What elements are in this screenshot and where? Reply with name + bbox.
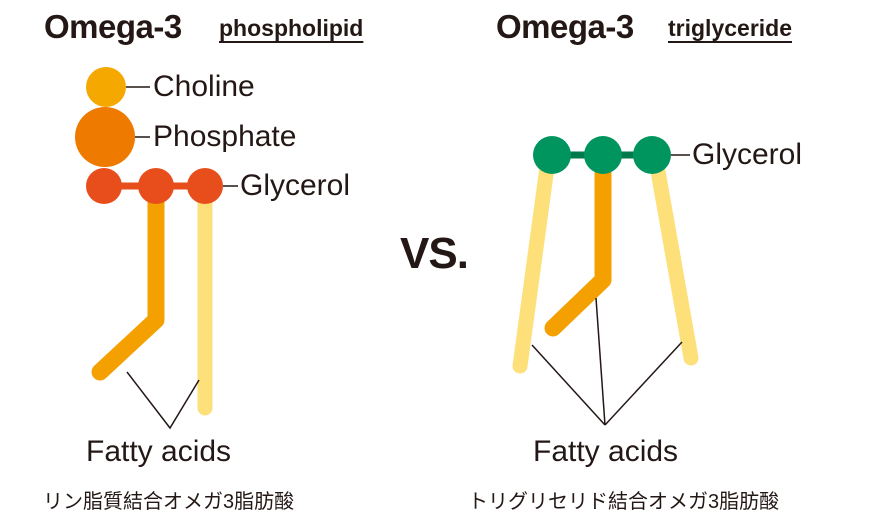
glycerol-sphere-3 [633, 136, 671, 174]
fatty-acid-tail-bent [91, 183, 165, 381]
right-caption: トリグリセリド結合オメガ3脂肪酸 [468, 491, 780, 513]
phosphate-sphere [75, 107, 135, 167]
choline-sphere [86, 67, 126, 107]
fatty-acid-tail-middle-bent [544, 151, 612, 337]
fatty-acids-label-left: Fatty acids [86, 435, 232, 468]
left-caption: リン脂質結合オメガ3脂肪酸 [43, 491, 295, 513]
fatty-acids-pointer-line-3 [604, 341, 683, 426]
glycerol-label-left: Glycerol [240, 169, 351, 202]
glycerol-sphere-1 [533, 136, 571, 174]
fatty-acids-pointer-lines [126, 371, 200, 430]
right-title: Omega-3 [496, 8, 634, 45]
glycerol-sphere-3 [187, 168, 223, 204]
left-subtitle: phospholipid [219, 15, 364, 41]
fatty-acids-pointer-line-2 [595, 297, 606, 426]
left-title: Omega-3 [44, 8, 182, 45]
glycerol-label-right: Glycerol [692, 138, 803, 171]
fatty-acid-tail-left [512, 152, 556, 374]
phosphate-label: Phosphate [153, 120, 297, 153]
fatty-acids-label-right: Fatty acids [533, 435, 679, 468]
glycerol-sphere-2 [584, 136, 622, 174]
triglyceride-molecule [512, 136, 699, 426]
fatty-acid-tail-right [648, 152, 699, 366]
vs-label: VS. [400, 229, 469, 278]
fatty-acids-pointer-line-1 [531, 344, 606, 426]
right-subtitle: triglyceride [668, 15, 792, 41]
phospholipid-molecule [75, 67, 238, 430]
glycerol-sphere-2 [138, 168, 174, 204]
glycerol-sphere-1 [86, 168, 122, 204]
choline-label: Choline [153, 70, 255, 103]
